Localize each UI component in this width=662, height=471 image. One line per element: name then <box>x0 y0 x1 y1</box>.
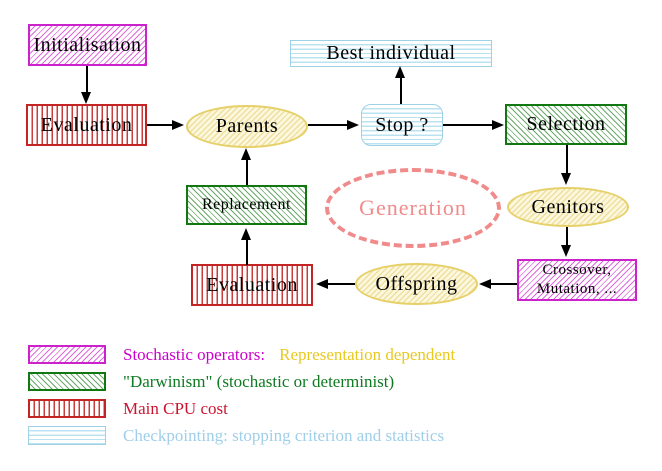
arrow-stop-to-best-line <box>400 78 402 104</box>
node-crossover-mutation: Crossover, Mutation, ... <box>517 259 637 301</box>
node-parents: Parents <box>186 105 308 148</box>
arrow-evaluation-to-parents-line <box>147 124 173 126</box>
arrow-replacement-to-parents-head <box>241 148 251 160</box>
arrow-selection-to-genitors-head <box>561 173 571 185</box>
arrow-initialisation-to-evaluation-head <box>81 92 91 104</box>
node-offspring: Offspring <box>355 263 478 305</box>
arrow-crossover-to-offspring-head <box>479 279 491 289</box>
node-best-individual: Best individual <box>290 40 492 67</box>
arrow-evaluation-to-replacement-head <box>241 228 251 240</box>
node-offspring-label: Offspring <box>375 272 458 295</box>
legend-darwinism-label: "Darwinism" (stochastic or determinist) <box>123 371 395 391</box>
node-selection: Selection <box>505 104 627 145</box>
arrow-stop-to-best-head <box>395 66 405 78</box>
generation-loop-ellipse: Generation <box>325 168 501 248</box>
node-crossover-line2: Mutation, ... <box>536 281 618 297</box>
generation-label: Generation <box>359 195 467 221</box>
node-replacement-label: Replacement <box>201 195 291 213</box>
legend-item-darwinism: "Darwinism" (stochastic or determinist) <box>28 372 394 391</box>
legend-stochastic-label: Stochastic operators: <box>123 344 266 364</box>
legend-swatch-red-stripes <box>28 399 106 418</box>
node-genitors-label: Genitors <box>531 195 605 218</box>
node-evaluation-top-label: Evaluation <box>40 113 133 136</box>
arrow-parents-to-stop-head <box>347 120 359 130</box>
node-evaluation-top: Evaluation <box>26 104 147 146</box>
node-crossover-line1: Crossover, <box>542 262 612 279</box>
node-stop-label: Stop ? <box>375 113 429 136</box>
legend-item-main-cpu-cost: Main CPU cost <box>28 399 228 418</box>
arrow-stop-to-selection-line <box>443 124 493 126</box>
arrow-parents-to-stop-line <box>308 124 348 126</box>
legend-item-checkpointing: Checkpointing: stopping criterion and st… <box>28 426 444 445</box>
node-best-individual-label: Best individual <box>326 42 456 64</box>
legend-swatch-magenta-hatch <box>28 345 106 364</box>
arrow-initialisation-to-evaluation-line <box>86 66 88 94</box>
node-parents-label: Parents <box>215 115 279 137</box>
arrow-replacement-to-parents-line <box>246 160 248 185</box>
node-selection-label: Selection <box>526 113 606 135</box>
legend-swatch-green-hatch <box>28 372 106 391</box>
arrow-offspring-to-evaluation-line <box>328 283 355 285</box>
legend-representation-label: Representation dependent <box>279 344 456 364</box>
arrow-stop-to-selection-head <box>492 120 504 130</box>
legend-checkpointing-label: Checkpointing: stopping criterion and st… <box>123 425 445 445</box>
legend-swatch-cyan-stripes <box>28 426 106 445</box>
node-initialisation-label: Initialisation <box>33 33 142 56</box>
arrow-selection-to-genitors-line <box>566 145 568 174</box>
arrow-crossover-to-offspring-line <box>491 283 517 285</box>
node-genitors: Genitors <box>507 187 629 227</box>
arrow-genitors-to-crossover-head <box>561 245 571 257</box>
arrow-evaluation-to-replacement-line <box>246 240 248 265</box>
node-stop: Stop ? <box>361 104 443 146</box>
arrow-offspring-to-evaluation-head <box>316 279 328 289</box>
legend-item-stochastic-operators: Stochastic operators: Representation dep… <box>28 345 455 364</box>
legend-cpu-label: Main CPU cost <box>123 398 228 418</box>
node-initialisation: Initialisation <box>28 24 147 66</box>
node-evaluation-bottom: Evaluation <box>191 264 313 306</box>
node-replacement: Replacement <box>186 185 307 225</box>
arrow-evaluation-to-parents-head <box>172 120 184 130</box>
arrow-genitors-to-crossover-line <box>566 227 568 246</box>
node-evaluation-bottom-label: Evaluation <box>206 273 298 296</box>
